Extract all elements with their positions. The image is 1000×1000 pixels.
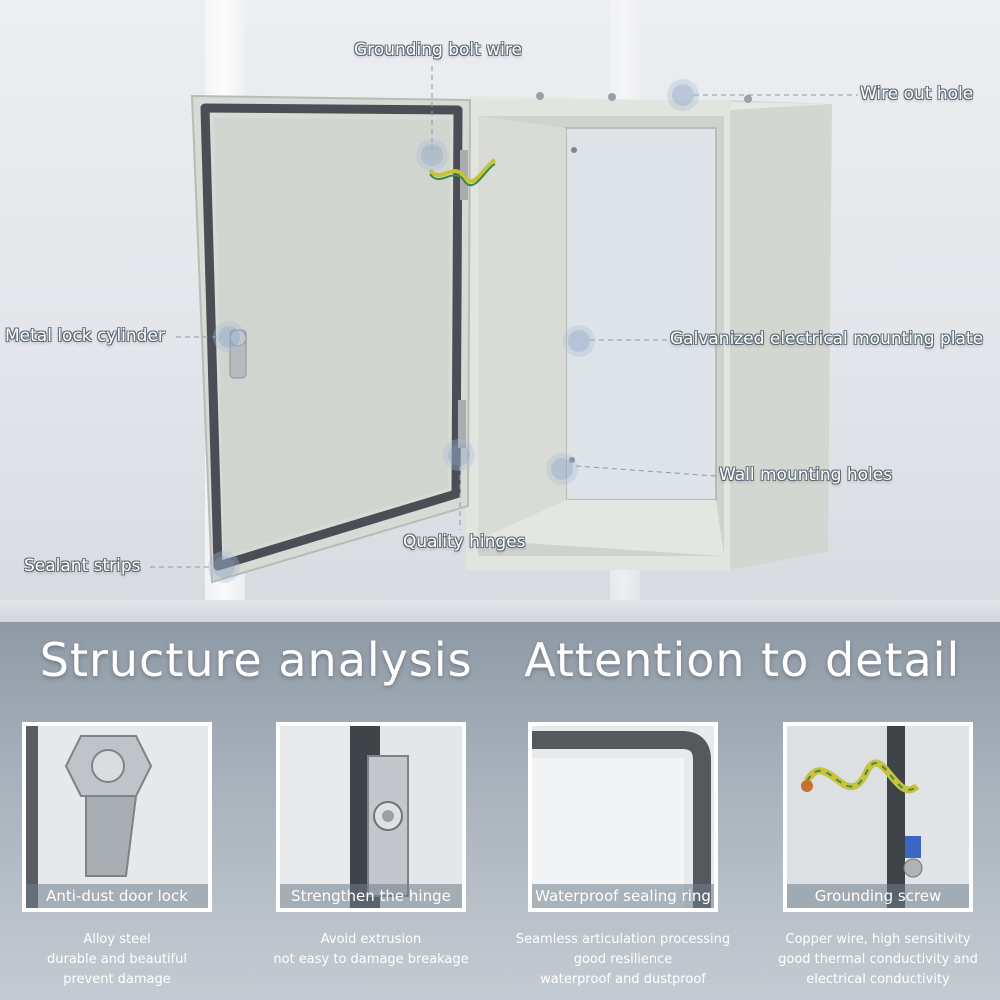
mounting-plate (565, 127, 717, 501)
cabinet-inner-wall (478, 116, 566, 540)
detail-card-sealing-ring: Waterproof sealing ring (528, 722, 718, 912)
grounding-wire (428, 158, 497, 183)
plate-screw (571, 147, 577, 153)
label-grounding-bolt-wire: Grounding bolt wire (354, 40, 522, 60)
hinge-icon (367, 755, 409, 897)
grounding-wire-dot (421, 144, 443, 166)
card-caption: Grounding screw (787, 884, 969, 908)
bottom-hinge (458, 400, 466, 448)
card-description: Avoid extrusion not easy to damage break… (256, 930, 486, 970)
detail-card-hinge: Strengthen the hinge (276, 722, 466, 912)
desc-line: waterproof and dustproof (540, 972, 706, 987)
floor (0, 600, 1000, 622)
card-caption: Anti-dust door lock (26, 884, 208, 908)
headline-attention-to-detail: Attention to detail (524, 633, 961, 687)
desc-line: Copper wire, high sensitivity (785, 932, 971, 947)
cabinet-side (728, 100, 832, 570)
desc-line: good resilience (573, 952, 673, 967)
door-panel (214, 118, 450, 556)
desc-line: Avoid extrusion (320, 932, 422, 947)
label-wire-out-hole: Wire out hole (860, 84, 974, 104)
grounding-screw-icon (801, 759, 923, 878)
desc-line: electrical conductivity (806, 972, 950, 987)
desc-line: good thermal conductivity and (778, 952, 978, 967)
headline: Structure analysis Attention to detail (0, 633, 1000, 687)
sealing-ring-icon (532, 731, 711, 908)
card-description: Seamless articulation processing good re… (508, 930, 738, 990)
sealant-dot (213, 556, 235, 578)
label-sealant-strips: Sealant strips (24, 556, 141, 576)
desc-line: durable and beautiful (47, 952, 187, 967)
label-quality-hinges: Quality hinges (403, 532, 526, 552)
hinge-dot (448, 444, 470, 466)
wire-hole-screw (608, 93, 616, 101)
callout-leaders (150, 66, 858, 568)
wall-hole-dot (551, 458, 573, 480)
card-caption: Strengthen the hinge (280, 884, 462, 908)
detail-card-door-lock: Anti-dust door lock (22, 722, 212, 912)
label-mounting-plate: Galvanized electrical mounting plate (670, 329, 984, 349)
enclosure-illustration (150, 66, 858, 584)
door-lock-icon (64, 735, 153, 877)
wire-hole-dot (672, 84, 694, 106)
label-wall-mounting-holes: Wall mounting holes (719, 465, 893, 485)
sealant-strip (200, 103, 463, 571)
card-description: Alloy steel durable and beautiful preven… (2, 930, 232, 990)
card-description: Copper wire, high sensitivity good therm… (763, 930, 993, 990)
desc-line: Alloy steel (83, 932, 151, 947)
lock-dot (218, 326, 240, 348)
cabinet-floor (478, 500, 724, 556)
headline-structure-analysis: Structure analysis (39, 633, 473, 687)
wire-hole-screw (744, 95, 752, 103)
wire-hole-screw (536, 92, 544, 100)
desc-line: prevent damage (63, 972, 171, 987)
detail-card-grounding-screw: Grounding screw (783, 722, 973, 912)
desc-line: not easy to damage breakage (273, 952, 469, 967)
product-photo-area: Grounding bolt wire Wire out hole Metal … (0, 0, 1000, 622)
card-caption: Waterproof sealing ring (532, 884, 714, 908)
mounting-plate-dot (568, 330, 590, 352)
label-metal-lock-cylinder: Metal lock cylinder (5, 326, 165, 346)
grounding-wire-stripe (429, 163, 496, 186)
desc-line: Seamless articulation processing (515, 932, 731, 947)
